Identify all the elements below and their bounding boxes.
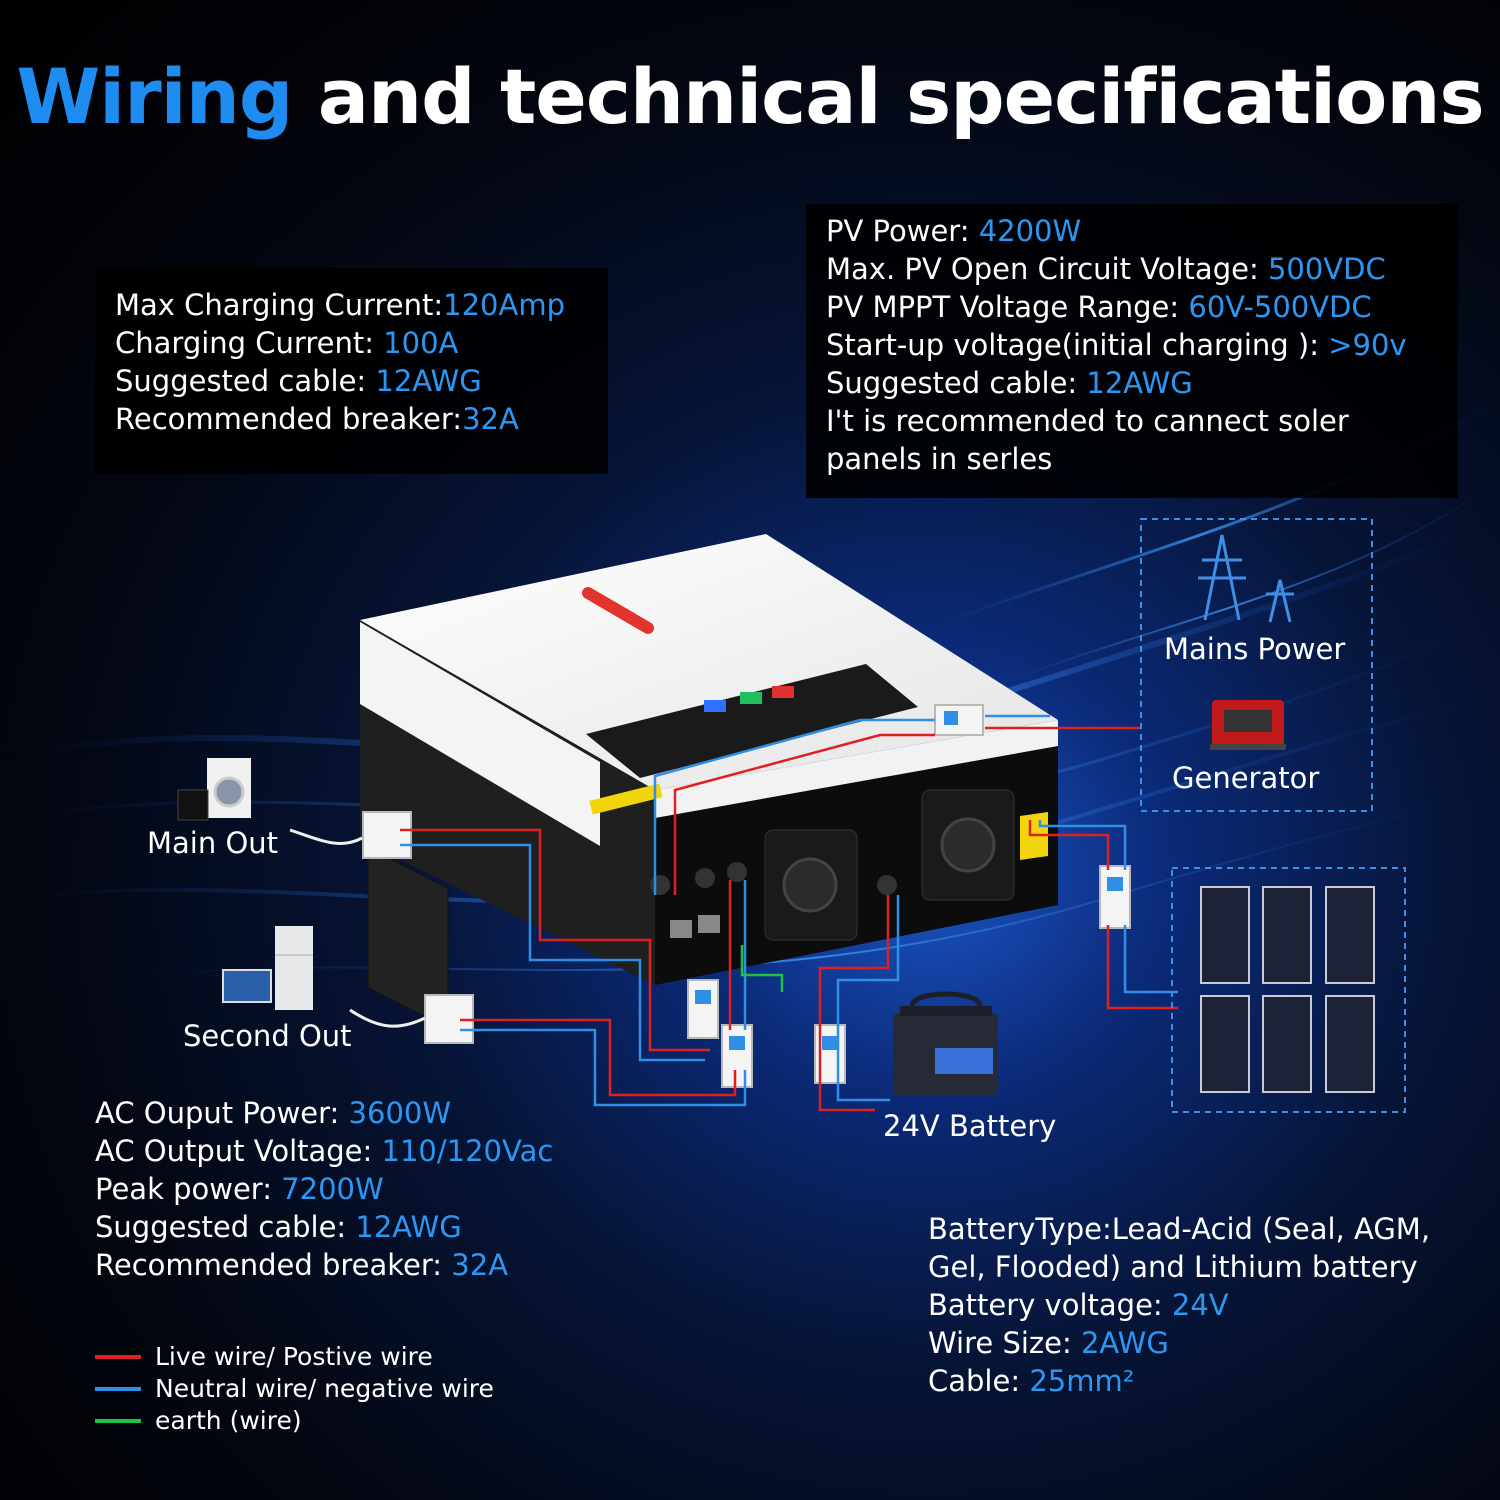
battery-specs-panel: BatteryType:Lead-Acid (Seal, AGM, Gel, F… [928, 1210, 1430, 1400]
legend-neutral: Neutral wire/ negative wire [95, 1374, 494, 1403]
main-out-label: Main Out [147, 826, 279, 860]
legend-earth: earth (wire) [95, 1406, 302, 1435]
induction-cooker-icon [177, 789, 209, 821]
spec-line: Battery voltage: 24V [928, 1288, 1229, 1322]
battery-label: 24V Battery [883, 1109, 1057, 1143]
solar-array-box [1171, 867, 1406, 1113]
spec-line: Wire Size: 2AWG [928, 1326, 1169, 1360]
spec-line: Recommended breaker: 32A [95, 1248, 509, 1282]
washing-machine-icon [207, 758, 251, 818]
inverter [360, 534, 1058, 1030]
spec-line: Suggested cable: 12AWG [95, 1210, 462, 1244]
spec-line: PV Power: 4200W [826, 214, 1082, 248]
spec-line: Suggested cable: 12AWG [115, 364, 482, 398]
legend-label: Neutral wire/ negative wire [155, 1374, 494, 1403]
charging-specs-panel: Max Charging Current:120Amp Charging Cur… [95, 268, 608, 474]
refrigerator-icon [275, 926, 313, 1010]
legend-label: Live wire/ Postive wire [155, 1342, 433, 1371]
title-accent: Wiring [16, 52, 293, 141]
pv-specs-panel: PV Power: 4200W Max. PV Open Circuit Vol… [806, 204, 1458, 498]
spec-line: AC Output Voltage: 110/120Vac [95, 1134, 554, 1168]
page-title: Wiring and technical specifications [0, 52, 1500, 141]
spec-line: Max. PV Open Circuit Voltage: 500VDC [826, 252, 1386, 286]
legend-swatch-live [95, 1354, 141, 1359]
generator-icon [1210, 700, 1286, 750]
live-wires [400, 726, 1178, 1112]
mains-power-label: Mains Power [1164, 632, 1346, 666]
title-rest: and technical specifications [317, 52, 1485, 141]
spec-line: Suggested cable: 12AWG [826, 366, 1193, 400]
main-out-plug-cable [289, 828, 363, 845]
second-out-label: Second Out [183, 1019, 352, 1053]
spec-line: PV MPPT Voltage Range: 60V-500VDC [826, 290, 1372, 324]
solar-panel-icons [1200, 886, 1375, 1093]
earth-wire [740, 945, 784, 992]
spec-line: Peak power: 7200W [95, 1172, 384, 1206]
breaker-toggles [695, 711, 1123, 1050]
grid-source-box [1140, 518, 1373, 812]
generator-label: Generator [1172, 761, 1320, 795]
spec-line: Cable: 25mm² [928, 1364, 1135, 1398]
spec-line: Start-up voltage(initial charging ): >90… [826, 328, 1407, 362]
spec-line: Recommended breaker:32A [115, 402, 519, 436]
tv-icon [222, 969, 272, 1003]
neutral-wires [400, 714, 1178, 1107]
spec-line: Gel, Flooded) and Lithium battery [928, 1250, 1418, 1284]
spec-line: Max Charging Current:120Amp [115, 288, 566, 322]
pylon-icon [1198, 534, 1294, 623]
second-out-plug-cable [349, 1008, 426, 1028]
legend-label: earth (wire) [155, 1406, 302, 1435]
spec-line: Charging Current: 100A [115, 326, 459, 360]
ac-output-specs-panel: AC Ouput Power: 3600W AC Output Voltage:… [95, 1094, 553, 1284]
legend-swatch-earth [95, 1418, 141, 1423]
spec-line: I't is recommended to cannect soler [826, 404, 1349, 438]
spec-line: panels in serles [826, 442, 1053, 476]
spec-line: BatteryType:Lead-Acid (Seal, AGM, [928, 1212, 1431, 1246]
battery-icon [893, 991, 998, 1095]
spec-line: AC Ouput Power: 3600W [95, 1096, 452, 1130]
legend-live: Live wire/ Postive wire [95, 1342, 433, 1371]
legend-swatch-neutral [95, 1386, 141, 1391]
